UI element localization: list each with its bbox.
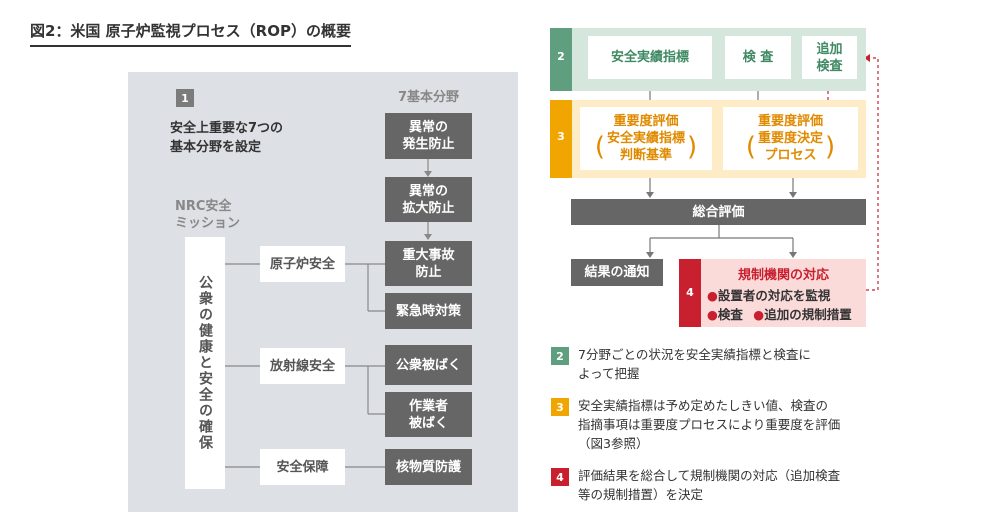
step-2-bar — [550, 28, 572, 91]
column-heading: 7基本分野 — [398, 90, 460, 105]
page-title: 図2：米国 原子炉監視プロセス（ROP）の概要 — [30, 20, 351, 47]
step-1-badge: 1 — [176, 89, 194, 107]
note-3-text: 安全実績指標は予め定めたしきい値、検査の 指摘事項は重要度プロセスにより重要度を… — [578, 398, 841, 451]
eval-b-paren: ( 重要度決定 プロセス ) — [746, 130, 835, 164]
feedback-dashed-line — [866, 57, 879, 291]
cornerstone-1: 異常の 発生防止 — [385, 113, 472, 159]
area-reactor-safety: 原子炉安全 — [260, 246, 345, 282]
feedback-arrow — [864, 54, 870, 62]
eval-a-paren-line1: 安全実績指標 — [606, 131, 685, 146]
additional-inspection-box: 追加 検査 — [802, 36, 857, 79]
step-4-number: 4 — [686, 286, 694, 299]
cornerstone-7: 核物質防護 — [385, 449, 472, 485]
area-radiation-safety: 放射線安全 — [260, 348, 345, 384]
arrow-to-response — [789, 252, 797, 258]
regulatory-response-box — [679, 259, 866, 327]
performance-indicator-box: 安全実績指標 — [588, 36, 712, 79]
result-notification-box: 結果の通知 — [571, 259, 663, 286]
right-paren-a: ) — [687, 132, 698, 162]
significance-eval-sdp-box: 重要度評価 ( 重要度決定 プロセス ) — [723, 107, 858, 170]
eval-b-paren-line1: 重要度決定 — [757, 131, 823, 146]
inspection-box: 検 査 — [725, 36, 791, 79]
left-paren-a: ( — [594, 132, 605, 162]
note-3-badge: 3 — [551, 398, 569, 416]
step-3-number: 3 — [557, 130, 565, 143]
bullet-icon: ● — [707, 307, 718, 322]
regulatory-response-title: 規制機関の対応 — [737, 268, 829, 283]
area-security: 安全保障 — [260, 449, 345, 485]
note-2-text: 7分野ごとの状況を安全実績指標と検査に よって把握 — [578, 347, 811, 381]
eval-b-paren-line2: プロセス — [764, 148, 817, 163]
cornerstone-2: 異常の 拡大防止 — [385, 177, 472, 222]
bullet-icon: ● — [753, 307, 765, 322]
eval-a-paren: ( 安全実績指標 判断基準 ) — [595, 130, 697, 164]
cornerstone-3: 重大事故 防止 — [385, 241, 472, 286]
bullet-icon: ● — [707, 288, 718, 303]
step-2-number: 2 — [557, 50, 565, 63]
cornerstone-5: 公衆被ばく — [385, 345, 472, 385]
right-paren-b: ) — [825, 132, 836, 162]
cornerstone-6: 作業者 被ばく — [385, 392, 472, 437]
overall-evaluation-box: 総合評価 — [571, 199, 866, 225]
response-items-2-3: ●検査 ●追加の規制措置 — [707, 307, 852, 322]
response-item-1: ●設置者の対応を監視 — [707, 288, 831, 303]
mission-label-1: NRC安全 — [175, 199, 232, 214]
arrow-evalA-overall — [646, 192, 654, 198]
left-paren-b: ( — [745, 132, 756, 162]
arrow-c2-c3 — [424, 234, 432, 240]
arrow-c1-c2 — [424, 171, 432, 177]
intro-line2: 基本分野を設定 — [170, 140, 262, 155]
eval-a-paren-line2: 判断基準 — [619, 148, 672, 163]
mission-box: 公衆の健康と安全の確保 — [185, 237, 225, 489]
note-2-badge: 2 — [551, 347, 569, 365]
step-4-bar — [679, 259, 701, 327]
mission-label-2: ミッション — [175, 216, 241, 231]
intro-line1: 安全上重要な7つの — [170, 121, 284, 136]
step-3-bar — [550, 100, 572, 178]
arrow-evalB-overall — [789, 192, 797, 198]
note-4-badge: 4 — [551, 468, 569, 486]
note-4-text: 評価結果を総合して規制機関の対応（追加検査 等の規制措置）を決定 — [578, 468, 841, 502]
cornerstone-4: 緊急時対策 — [385, 293, 472, 329]
eval-a-title: 重要度評価 — [613, 114, 679, 129]
arrow-to-notify — [646, 252, 654, 258]
significance-eval-pi-box: 重要度評価 ( 安全実績指標 判断基準 ) — [580, 107, 712, 170]
eval-b-title: 重要度評価 — [757, 114, 823, 129]
